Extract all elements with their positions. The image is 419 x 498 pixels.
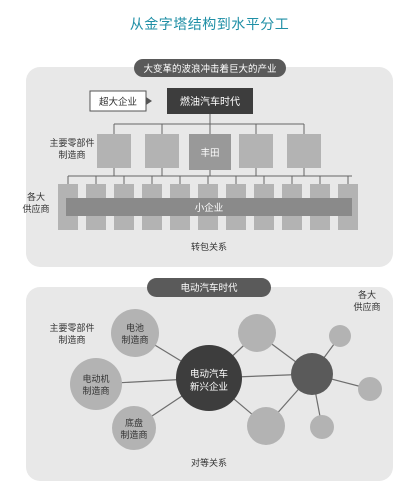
partner-node (247, 407, 285, 445)
parts-maker-label-line2: 制造商 (58, 149, 85, 161)
chassis-maker-label-line1: 底盘 (125, 417, 143, 429)
tier1-box (145, 134, 179, 168)
bottom-banner-text: 电动汽车时代 (180, 282, 238, 294)
bottom-supplier-label-line1: 各大 (358, 289, 376, 301)
tier1-box (239, 134, 273, 168)
subcontract-relation-label: 转包关系 (191, 241, 227, 253)
ev-startup-label-line2: 新兴企业 (190, 381, 228, 393)
partner-node (238, 314, 276, 352)
chassis-maker-label-line2: 制造商 (120, 429, 147, 441)
parts-maker-label-line1: 主要零部件 (49, 137, 94, 149)
top-banner-text: 大变革的波浪冲击着巨大的产业 (143, 63, 276, 75)
era-box-text: 燃油汽车时代 (180, 95, 240, 108)
motor-maker-label-line2: 制造商 (82, 385, 109, 397)
battery-maker-label-line2: 制造商 (121, 334, 148, 346)
tier1-box (97, 134, 131, 168)
pointer-arrow-icon (146, 97, 152, 105)
motor-maker-node (70, 358, 122, 410)
supplier-node (310, 415, 334, 439)
bottom-banner (147, 278, 271, 297)
tier1-box (287, 134, 321, 168)
small-company-label: 小企业 (195, 202, 224, 214)
era-box (167, 88, 253, 114)
toyota-box (189, 134, 231, 170)
tier3-connectors (67, 176, 349, 184)
bottom-parts-label-line1: 主要零部件 (49, 322, 94, 334)
battery-maker-node (111, 309, 159, 357)
ev-startup-node (176, 345, 242, 411)
motor-maker-label-line1: 电动机 (82, 373, 109, 385)
supplier-node (358, 377, 382, 401)
supplier-node (329, 325, 351, 347)
bottom-supplier-label-line2: 供应商 (353, 301, 380, 313)
top-banner (134, 59, 286, 77)
peer-relation-label: 对等关系 (191, 457, 227, 469)
bottom-parts-label-line2: 制造商 (58, 334, 85, 346)
supplier-label-line1: 各大 (27, 191, 45, 203)
ev-startup-label-line1: 电动汽车 (190, 368, 228, 380)
small-company-bar (66, 198, 352, 216)
super-enterprise-label: 超大企业 (99, 96, 137, 108)
chassis-maker-node (112, 406, 156, 450)
battery-maker-label-line1: 电池 (126, 322, 144, 334)
page-title: 从金字塔结构到水平分工 (129, 17, 290, 33)
tier1-connectors (113, 114, 305, 134)
toyota-label: 丰田 (200, 147, 219, 159)
tier2-connectors (68, 168, 352, 177)
supplier-label-line2: 供应商 (22, 203, 49, 215)
supplier-hub-node (291, 353, 333, 395)
